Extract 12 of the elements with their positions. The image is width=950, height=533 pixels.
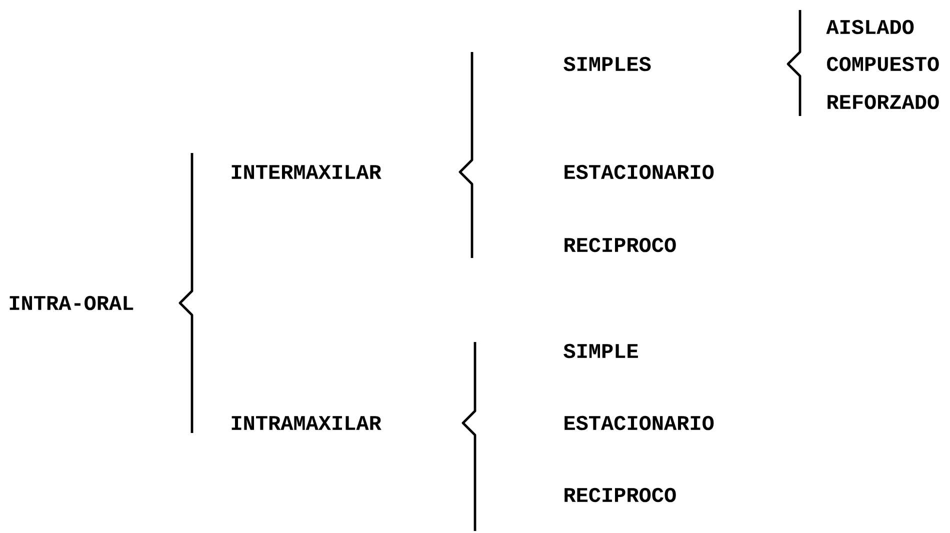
- category-label: ESTACIONARIO: [564, 164, 714, 180]
- category-label: ESTACIONARIO: [564, 416, 714, 430]
- category-label: COMPUESTO: [827, 56, 939, 72]
- category-label: SIMPLE: [564, 344, 638, 358]
- category-label: SIMPLES: [564, 56, 651, 72]
- category-label: RECIPROCO: [564, 238, 676, 252]
- category-label: INTERMAXILAR: [232, 165, 382, 179]
- category-label: INTRA-ORAL: [10, 296, 134, 310]
- category-label: AISLADO: [826, 20, 914, 34]
- category-label: REFORZADO: [828, 94, 939, 110]
- category-label: INTRAMAXILAR: [232, 416, 382, 430]
- category-label: RECIPROCO: [564, 488, 676, 502]
